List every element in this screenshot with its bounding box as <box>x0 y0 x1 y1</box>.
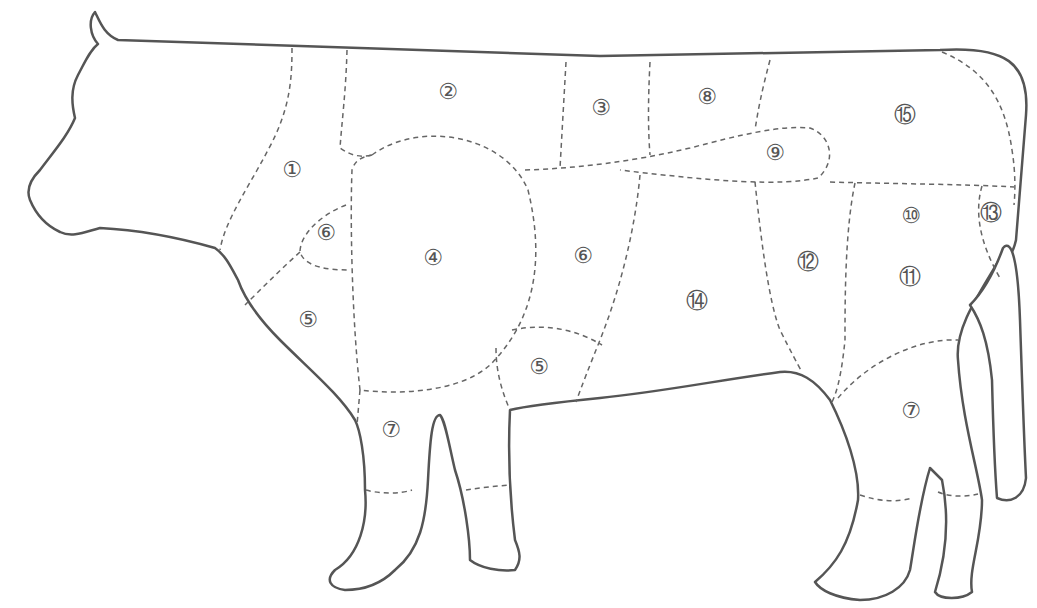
cut-line <box>525 127 830 182</box>
cut-line <box>860 495 912 501</box>
cow-tail <box>970 246 1026 500</box>
callout-number: ⑫ <box>797 251 819 273</box>
cut-line <box>340 50 372 156</box>
cut-line <box>755 60 770 130</box>
cut-line <box>838 340 958 398</box>
callout-number: ⑧ <box>697 86 717 108</box>
callout-number: ⑥ <box>573 245 593 267</box>
cut-line <box>830 182 1014 187</box>
cut-line <box>755 182 802 372</box>
cut-line <box>496 348 510 410</box>
cow-outline <box>28 12 1026 600</box>
callout-number: ⑦ <box>381 419 401 441</box>
cut-line <box>220 48 292 250</box>
cut-line <box>979 186 1000 278</box>
cut-line <box>576 175 640 402</box>
cut-line <box>832 183 855 402</box>
callout-number: ⑤ <box>529 356 549 378</box>
cut-line <box>942 52 1015 205</box>
cut-line <box>366 490 412 493</box>
cut-line <box>351 136 536 392</box>
cut-line <box>938 492 978 496</box>
cut-line <box>245 252 300 305</box>
callout-number: ① <box>282 159 302 181</box>
cut-line <box>649 62 651 155</box>
callout-number: ⑨ <box>765 142 785 164</box>
cut-line <box>300 205 350 270</box>
callout-number: ⑥ <box>316 222 336 244</box>
callout-number: ② <box>438 81 458 103</box>
callout-number: ⑭ <box>686 290 708 312</box>
callout-number: ⑬ <box>980 202 1002 224</box>
cut-line <box>512 327 602 345</box>
callout-number: ⑮ <box>894 104 916 126</box>
callout-number: ④ <box>423 247 443 269</box>
cut-line <box>357 390 360 425</box>
callout-number: ⑦ <box>901 400 921 422</box>
callout-number: ③ <box>591 97 611 119</box>
cut-line <box>560 62 566 168</box>
cut-line <box>466 485 510 490</box>
callout-number: ⑩ <box>901 205 921 227</box>
callout-number: ⑤ <box>298 309 318 331</box>
callout-number: ⑪ <box>899 266 921 288</box>
